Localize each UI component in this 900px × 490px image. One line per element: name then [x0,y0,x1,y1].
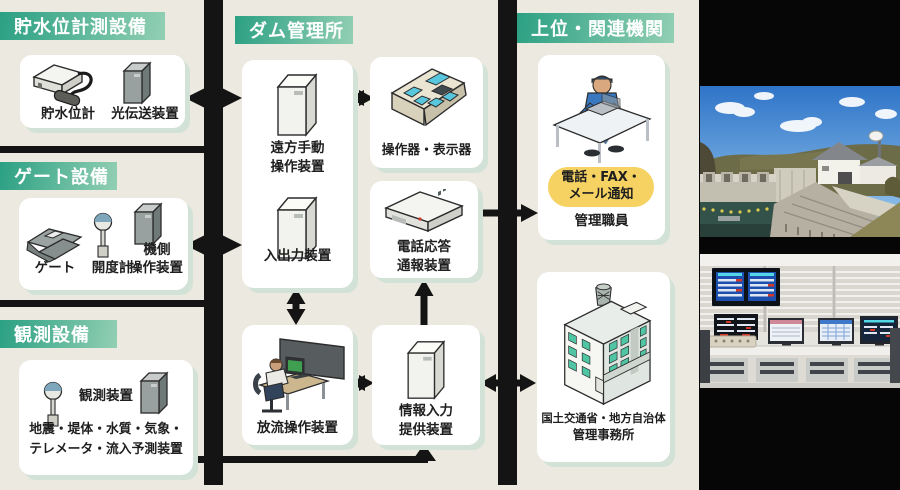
separator-line-1 [0,146,208,153]
control-room-photo [700,254,900,388]
bus-left [204,0,223,485]
header-label: 貯水位計測設備 [14,17,147,38]
header-label: 観測設備 [14,325,90,346]
gray-cabinet-icon [133,202,163,246]
label-phone-unit-2: 通報装置 [397,258,451,274]
label-observation-desc-2: テレメータ・流入予測装置 [29,442,183,457]
gray-cabinet-icon [122,61,152,105]
card-gov-office: 国土交通省・地方自治体 管理事務所 [537,272,670,462]
console-icon [390,68,467,127]
section-header-gate: ゲート設備 [0,162,117,190]
label-local-control-2: 操作装置 [129,260,183,276]
label-gate: ゲート [34,260,76,276]
label-observation-desc-1: 地震・堤体・水質・気象・ [29,422,183,437]
operator-desk-icon [253,338,345,413]
card-phone-unit: 電話応答 通報装置 [370,181,478,278]
label-info-device-2: 提供装置 [399,422,453,438]
label-staff: 管理職員 [574,213,629,229]
label-opening-gauge: 開度計 [91,260,133,276]
label-console: 操作器・表示器 [381,143,472,158]
label-info-device-1: 情報入力 [399,403,453,419]
label-water-level-gauge: 貯水位計 [41,106,95,122]
label-observation-device: 観測装置 [79,388,133,404]
card-gate-equipment: ゲート 開度計 機側 操作装置 [19,198,188,290]
section-header-upper-org: 上位・関連機関 [517,13,674,43]
label-remote-manual-2: 操作装置 [270,159,325,175]
label-local-control-1: 機側 [143,242,171,258]
card-observation-equipment: 観測装置 地震・堤体・水質・気象・ テレメータ・流入予測装置 [19,360,193,475]
white-cabinet-icon [406,340,446,400]
photo-panel [699,0,900,490]
card-remote-io: 遠方手動 操作装置 入出力装置 [242,60,353,288]
dam-photo [700,86,900,237]
white-cabinet-icon [276,196,318,260]
label-gov-office-1: 国土交通省・地方自治体 [541,412,666,425]
building-icon [563,283,652,406]
badge-line-2: メール通知 [568,187,634,202]
section-header-dam-office: ダム管理所 [235,16,353,44]
label-gov-office-2: 管理事務所 [572,428,635,442]
staff-desk-icon [552,75,652,163]
separator-line-2 [0,300,208,307]
bus-right [498,0,517,485]
badge-line-1: 電話・FAX・ [561,170,641,186]
label-optical-transmitter: 光伝送装置 [111,106,179,122]
water-level-sensor-icon [32,64,93,107]
white-cabinet-icon [276,73,318,137]
label-discharge: 放流操作装置 [257,420,338,436]
section-header-observation: 観測設備 [0,320,117,348]
header-label: ゲート設備 [14,167,109,188]
card-reservoir-equipment: 貯水位計 光伝送装置 [20,55,185,128]
label-io-device: 入出力装置 [263,248,332,264]
section-header-reservoir: 貯水位計測設備 [0,12,165,40]
notification-badge: 電話・FAX・ メール通知 [548,167,654,207]
label-remote-manual-1: 遠方手動 [270,140,325,156]
header-label: 上位・関連機関 [531,19,664,40]
card-staff: 電話・FAX・ メール通知 管理職員 [538,55,665,240]
header-label: ダム管理所 [249,21,344,42]
gauge-icon [43,381,63,427]
modem-icon [384,189,464,233]
gauge-icon [93,212,113,258]
card-console: 操作器・表示器 [370,57,483,168]
gray-cabinet-icon [139,371,169,415]
gate-icon [26,228,83,263]
card-discharge: 放流操作装置 [242,325,353,445]
card-info-device: 情報入力 提供装置 [372,325,480,445]
label-phone-unit-1: 電話応答 [397,239,451,255]
